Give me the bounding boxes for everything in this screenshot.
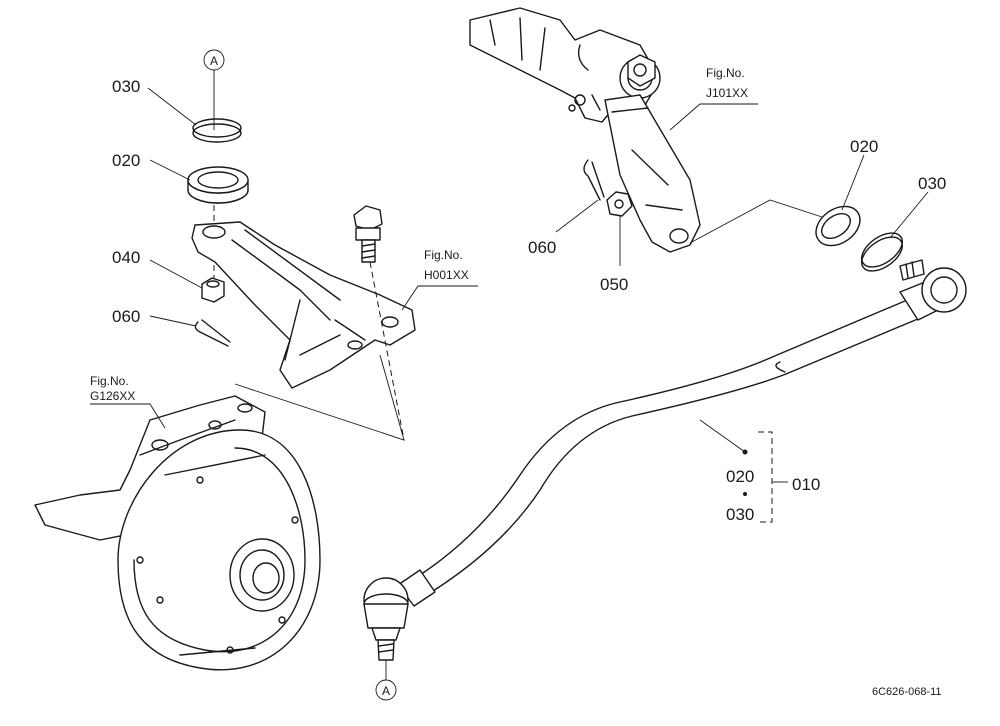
- nut-left: 040: [112, 248, 225, 303]
- nut-right: 050: [600, 191, 633, 294]
- fig-ref-number: G126XX: [90, 389, 135, 403]
- cotter-pin-left: 060: [112, 307, 231, 347]
- part-number-060-left: 060: [112, 307, 140, 326]
- drawing-code: 6C626-068-11: [872, 686, 942, 698]
- reference-a-top: A: [203, 49, 225, 130]
- clip-030-right: 030: [861, 174, 946, 272]
- seal-020-right: 020: [815, 137, 878, 247]
- knuckle-arm-bracket: [191, 221, 416, 389]
- assembly-line-arm-to-rod: [689, 199, 826, 244]
- fig-ref-number: J101XX: [706, 86, 748, 100]
- reference-a-bottom-letter: A: [382, 684, 390, 698]
- reference-a-top-letter: A: [210, 54, 218, 68]
- part-number-020-right: 020: [850, 137, 878, 156]
- part-number-020-left: 020: [112, 151, 140, 170]
- part-number-030-left: 030: [112, 77, 140, 96]
- steering-arm-assembly: [469, 7, 701, 253]
- clip-030-left: 030: [112, 77, 242, 143]
- assembly-line-bracket-to-knuckle: [234, 354, 405, 441]
- fig-ref-title: Fig.No.: [706, 66, 745, 80]
- fig-h001xx-callout: Fig.No. H001XX: [401, 248, 478, 311]
- tie-rod: [363, 259, 967, 661]
- fig-ref-title: Fig.No.: [90, 374, 129, 388]
- bolt: [353, 205, 405, 441]
- part-number-020-group: 020: [726, 467, 754, 486]
- seal-020-left: 020: [112, 151, 249, 204]
- fig-g126xx-callout: Fig.No. G126XX: [90, 374, 166, 429]
- fig-ref-title: Fig.No.: [424, 248, 463, 262]
- part-number-040: 040: [112, 248, 140, 267]
- cotter-pin-right: 060: [528, 159, 605, 257]
- fig-j101xx-callout: Fig.No. J101XX: [669, 66, 758, 131]
- reference-a-bottom: A: [375, 660, 397, 701]
- steering-knuckle: [34, 395, 321, 671]
- part-number-030-right: 030: [918, 174, 946, 193]
- part-number-010: 010: [792, 475, 820, 494]
- part-number-060-right: 060: [528, 238, 556, 257]
- tie-rod-callout: 020 030 010: [699, 419, 820, 524]
- part-number-050: 050: [600, 275, 628, 294]
- part-number-030-group: 030: [726, 505, 754, 524]
- fig-ref-number: H001XX: [424, 268, 469, 282]
